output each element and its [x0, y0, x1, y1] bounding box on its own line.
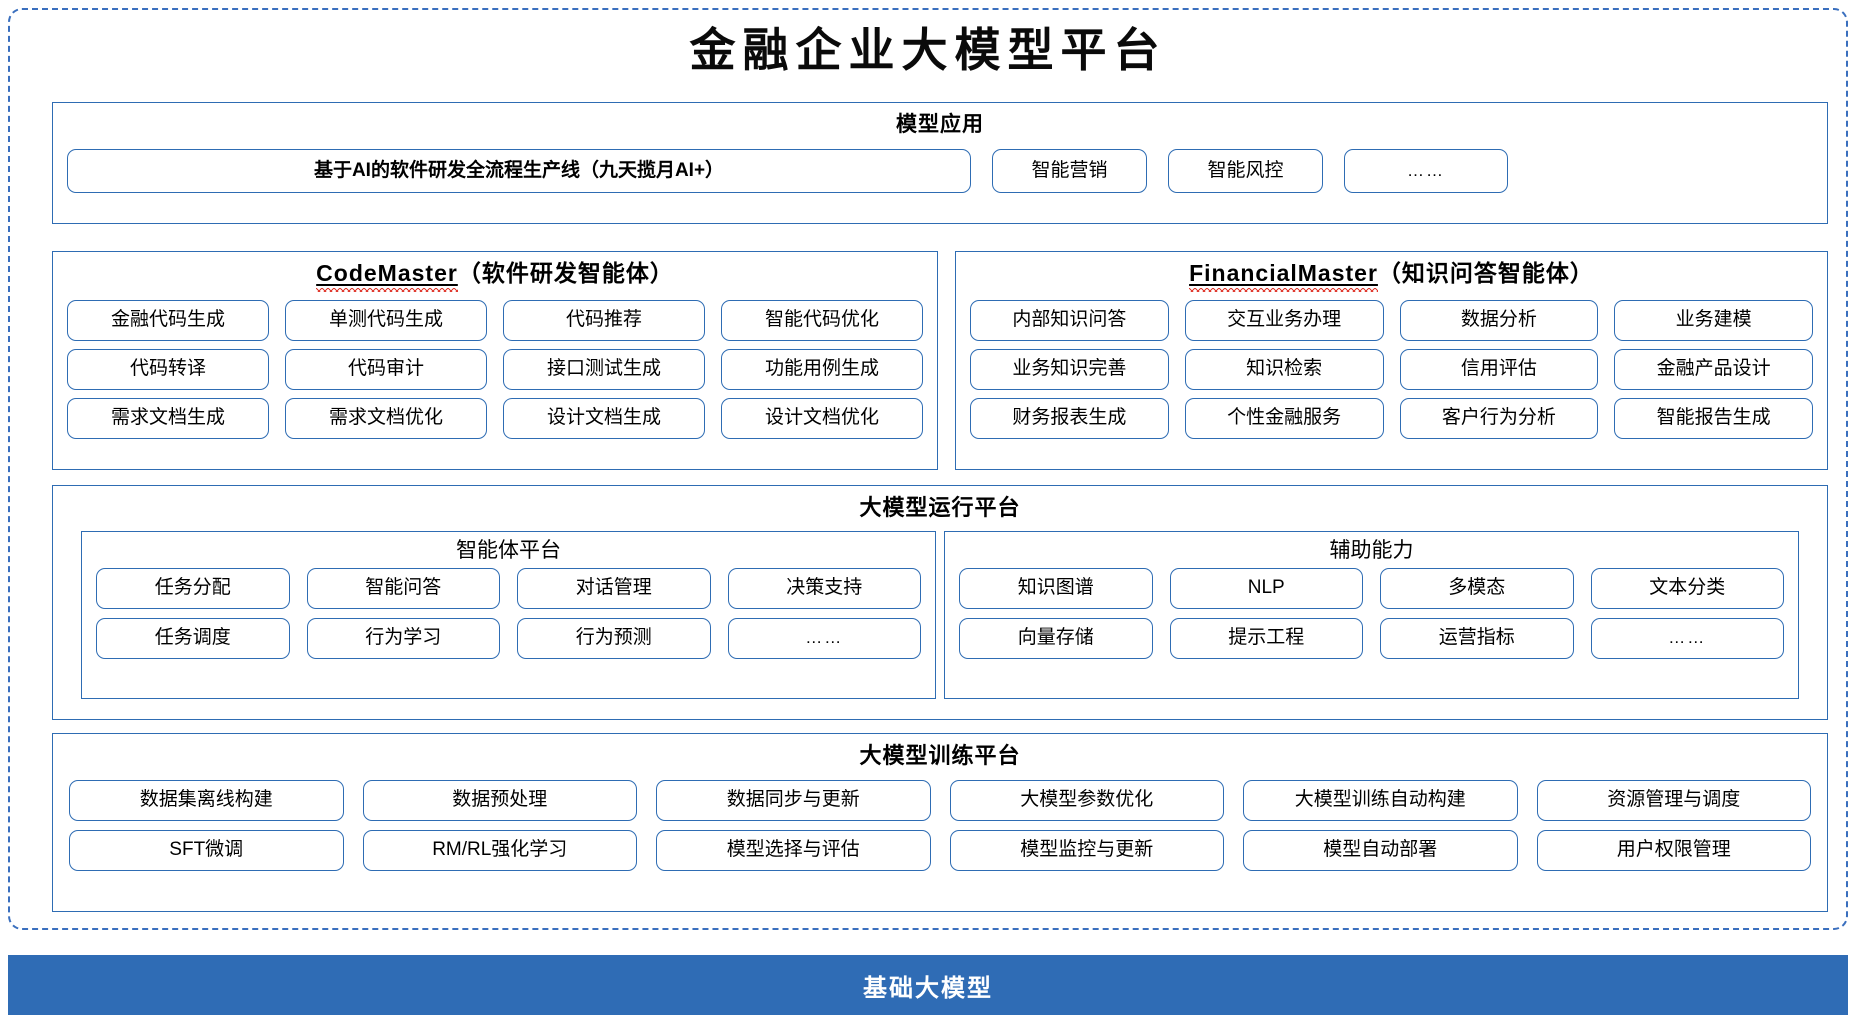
agent-platform-item-0[interactable]: 任务分配 — [96, 568, 290, 609]
auxiliary-capability-item-0[interactable]: 知识图谱 — [959, 568, 1153, 609]
app-item-intelligent-marketing[interactable]: 智能营销 — [992, 149, 1147, 193]
panel-codemaster: CodeMaster（软件研发智能体） 金融代码生成单测代码生成代码推荐智能代码… — [52, 251, 938, 470]
app-item-intelligent-risk-control[interactable]: 智能风控 — [1168, 149, 1323, 193]
subpanel-title-auxiliary-capability: 辅助能力 — [1329, 539, 1414, 562]
subpanel-auxiliary-capability: 辅助能力 知识图谱 NLP 多模态文本分类向量存储提示工程运营指标 …… — [944, 531, 1799, 699]
auxiliary-capability-grid: 知识图谱 NLP 多模态文本分类向量存储提示工程运营指标 …… — [959, 568, 1784, 659]
auxiliary-capability-item-2[interactable]: 多模态 — [1380, 568, 1574, 609]
panel-title-codemaster: CodeMaster（软件研发智能体） — [53, 260, 937, 292]
panel-financialmaster: FinancialMaster（知识问答智能体） 内部知识问答交互业务办理数据分… — [955, 251, 1828, 470]
agent-platform-item-3[interactable]: 决策支持 — [727, 568, 921, 609]
subpanel-title-agent-platform: 智能体平台 — [456, 539, 561, 562]
financialmaster-item-6[interactable]: 信用评估 — [1399, 349, 1599, 390]
agent-platform-item-1[interactable]: 智能问答 — [306, 568, 500, 609]
codemaster-name-en: CodeMaster — [316, 260, 458, 292]
training-item-4[interactable]: 大模型训练自动构建 — [1243, 780, 1518, 821]
financialmaster-item-1[interactable]: 交互业务办理 — [1184, 300, 1384, 341]
codemaster-name-cn: （软件研发智能体） — [457, 260, 674, 286]
codemaster-item-0[interactable]: 金融代码生成 — [67, 300, 269, 341]
auxiliary-capability-item-7[interactable]: …… — [1590, 618, 1784, 659]
training-capability-grid: 数据集离线构建数据预处理数据同步与更新大模型参数优化大模型训练自动构建资源管理与… — [69, 780, 1811, 871]
training-item-1[interactable]: 数据预处理 — [362, 780, 637, 821]
page-title: 金融企业大模型平台 — [689, 23, 1167, 77]
financialmaster-item-4[interactable]: 业务知识完善 — [970, 349, 1169, 390]
agent-platform-item-5[interactable]: 行为学习 — [306, 618, 500, 659]
financialmaster-capability-grid: 内部知识问答交互业务办理数据分析业务建模业务知识完善知识检索信用评估金融产品设计… — [970, 300, 1813, 439]
financialmaster-item-9[interactable]: 个性金融服务 — [1184, 398, 1384, 439]
codemaster-item-10[interactable]: 设计文档生成 — [503, 398, 705, 439]
codemaster-item-8[interactable]: 需求文档生成 — [67, 398, 269, 439]
codemaster-item-3[interactable]: 智能代码优化 — [721, 300, 923, 341]
training-item-6[interactable]: SFT微调 — [69, 830, 344, 871]
agent-platform-item-2[interactable]: 对话管理 — [517, 568, 711, 609]
layer-title-model-runtime-platform: 大模型运行平台 — [859, 495, 1021, 520]
foundation-model-banner: 基础大模型 — [8, 955, 1848, 1015]
financialmaster-name-en: FinancialMaster — [1189, 260, 1378, 292]
financialmaster-item-11[interactable]: 智能报告生成 — [1614, 398, 1813, 439]
auxiliary-capability-item-6[interactable]: 运营指标 — [1380, 618, 1574, 659]
auxiliary-capability-item-3[interactable]: 文本分类 — [1590, 568, 1784, 609]
layer-title-model-application: 模型应用 — [896, 113, 984, 136]
layer-model-runtime-platform: 大模型运行平台 智能体平台 任务分配智能问答对话管理决策支持任务调度行为学习行为… — [52, 485, 1828, 720]
layer-title-model-training-platform: 大模型训练平台 — [859, 743, 1021, 768]
training-item-0[interactable]: 数据集离线构建 — [69, 780, 344, 821]
financialmaster-item-8[interactable]: 财务报表生成 — [970, 398, 1169, 439]
financialmaster-item-2[interactable]: 数据分析 — [1399, 300, 1599, 341]
financialmaster-name-cn: （知识问答智能体） — [1377, 260, 1594, 286]
training-item-7[interactable]: RM/RL强化学习 — [362, 830, 637, 871]
agent-platform-item-6[interactable]: 行为预测 — [517, 618, 711, 659]
layer-model-application: 模型应用 基于AI的软件研发全流程生产线（九天揽月AI+） 智能营销 智能风控 … — [52, 102, 1828, 224]
training-item-5[interactable]: 资源管理与调度 — [1536, 780, 1811, 821]
training-item-3[interactable]: 大模型参数优化 — [949, 780, 1224, 821]
training-item-10[interactable]: 模型自动部署 — [1243, 830, 1518, 871]
codemaster-item-2[interactable]: 代码推荐 — [503, 300, 705, 341]
agent-platform-capability-grid: 任务分配智能问答对话管理决策支持任务调度行为学习行为预测 …… — [96, 568, 921, 659]
financialmaster-item-7[interactable]: 金融产品设计 — [1614, 349, 1813, 390]
codemaster-item-9[interactable]: 需求文档优化 — [285, 398, 487, 439]
training-item-9[interactable]: 模型监控与更新 — [949, 830, 1224, 871]
outer-dashed-frame — [8, 8, 1848, 930]
training-item-8[interactable]: 模型选择与评估 — [656, 830, 931, 871]
application-items-row: 基于AI的软件研发全流程生产线（九天揽月AI+） 智能营销 智能风控 …… — [67, 149, 1813, 193]
financialmaster-item-0[interactable]: 内部知识问答 — [970, 300, 1169, 341]
financialmaster-item-5[interactable]: 知识检索 — [1184, 349, 1384, 390]
foundation-model-label: 基础大模型 — [863, 974, 993, 1002]
codemaster-item-1[interactable]: 单测代码生成 — [285, 300, 487, 341]
layer-model-training-platform: 大模型训练平台 数据集离线构建数据预处理数据同步与更新大模型参数优化大模型训练自… — [52, 733, 1828, 912]
codemaster-item-5[interactable]: 代码审计 — [285, 349, 487, 390]
codemaster-item-7[interactable]: 功能用例生成 — [721, 349, 923, 390]
codemaster-item-11[interactable]: 设计文档优化 — [721, 398, 923, 439]
codemaster-capability-grid: 金融代码生成单测代码生成代码推荐智能代码优化代码转译代码审计接口测试生成功能用例… — [67, 300, 923, 439]
agent-platform-item-7[interactable]: …… — [727, 618, 921, 659]
financialmaster-item-10[interactable]: 客户行为分析 — [1399, 398, 1599, 439]
training-item-2[interactable]: 数据同步与更新 — [656, 780, 931, 821]
auxiliary-capability-item-5[interactable]: 提示工程 — [1169, 618, 1363, 659]
financialmaster-item-3[interactable]: 业务建模 — [1614, 300, 1813, 341]
auxiliary-capability-item-1[interactable]: NLP — [1169, 568, 1363, 609]
app-item-ai-pipeline[interactable]: 基于AI的软件研发全流程生产线（九天揽月AI+） — [67, 149, 971, 193]
codemaster-item-4[interactable]: 代码转译 — [67, 349, 269, 390]
subpanel-agent-platform: 智能体平台 任务分配智能问答对话管理决策支持任务调度行为学习行为预测 …… — [81, 531, 936, 699]
training-item-11[interactable]: 用户权限管理 — [1536, 830, 1811, 871]
panel-title-financialmaster: FinancialMaster（知识问答智能体） — [956, 260, 1827, 292]
auxiliary-capability-item-4[interactable]: 向量存储 — [959, 618, 1153, 659]
agent-platform-item-4[interactable]: 任务调度 — [96, 618, 290, 659]
codemaster-item-6[interactable]: 接口测试生成 — [503, 349, 705, 390]
app-item-more[interactable]: …… — [1344, 149, 1508, 193]
